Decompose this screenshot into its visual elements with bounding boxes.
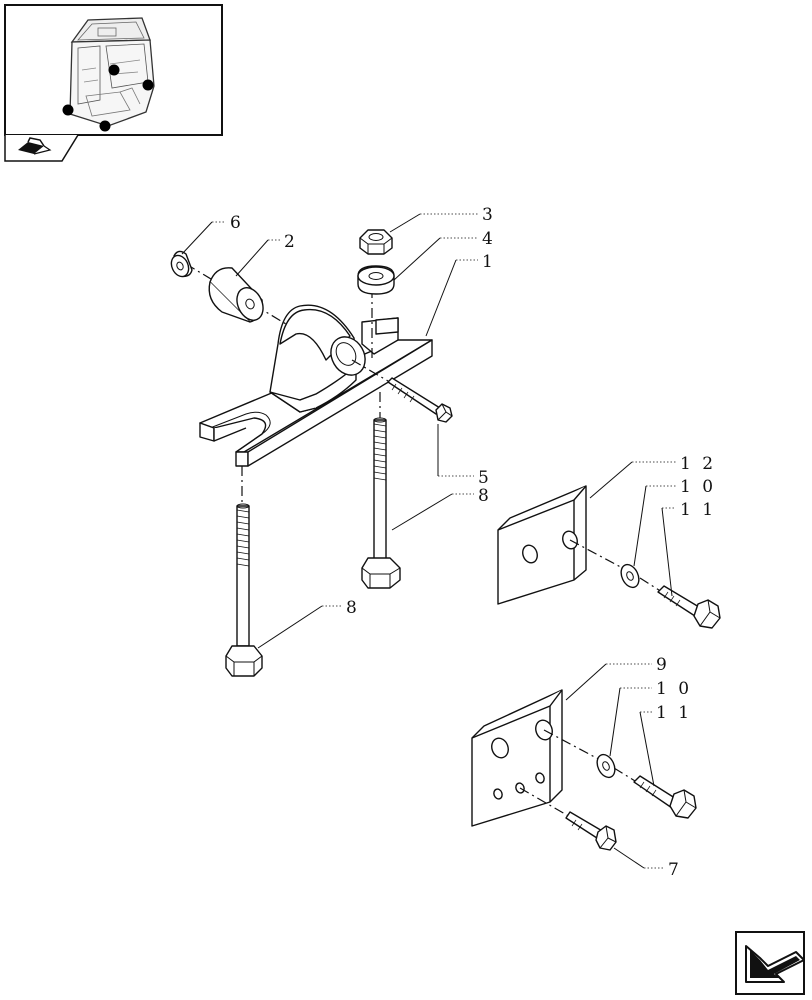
- callout-1[interactable]: 1: [482, 252, 496, 272]
- long-bolt-part-8-right: [361, 417, 401, 589]
- bolt-part-11-a: [657, 585, 721, 629]
- next-page-arrow-icon: [745, 945, 805, 983]
- callout-7[interactable]: 7: [668, 860, 682, 880]
- callout-2[interactable]: 2: [284, 232, 298, 252]
- washer-part-10-a: [620, 563, 640, 589]
- callout-8-left[interactable]: 8: [346, 598, 360, 618]
- book-arrow-icon: [18, 137, 52, 155]
- callout-9[interactable]: 9: [656, 655, 670, 675]
- inset-panel[interactable]: [4, 4, 223, 136]
- axis-12b: [639, 577, 663, 593]
- bushing-part-2: [208, 267, 264, 323]
- cab-thumbnail-icon: [62, 17, 155, 132]
- plate-part-12: [497, 485, 587, 605]
- bolt-part-11-b: [633, 775, 697, 819]
- callout-11-b[interactable]: 1 1: [656, 703, 692, 723]
- callout-12[interactable]: 1 2: [680, 454, 716, 474]
- callout-5[interactable]: 5: [478, 468, 492, 488]
- bracket-part-1: [199, 304, 433, 467]
- nut-part-3: [359, 229, 393, 255]
- long-bolt-part-8-left: [225, 503, 263, 677]
- washer-part-4: [357, 265, 395, 295]
- callout-4[interactable]: 4: [482, 229, 496, 249]
- axis-12: [569, 539, 631, 573]
- leader-lines: [181, 213, 676, 869]
- plate-part-9: [471, 689, 563, 827]
- book-nav-tab[interactable]: [4, 134, 79, 162]
- callout-11-a[interactable]: 1 1: [680, 500, 716, 520]
- callout-3[interactable]: 3: [482, 205, 496, 225]
- bolt-part-7: [565, 811, 617, 851]
- bushing-part-6: [170, 250, 193, 278]
- callout-10-a[interactable]: 1 0: [680, 477, 716, 497]
- next-page-button[interactable]: [735, 931, 805, 995]
- washer-part-10-b: [596, 753, 616, 779]
- bolt-part-5: [387, 377, 453, 423]
- callout-6[interactable]: 6: [230, 213, 244, 233]
- callout-8-right[interactable]: 8: [478, 486, 492, 506]
- axis-9a: [543, 729, 605, 763]
- callout-10-b[interactable]: 1 0: [656, 679, 692, 699]
